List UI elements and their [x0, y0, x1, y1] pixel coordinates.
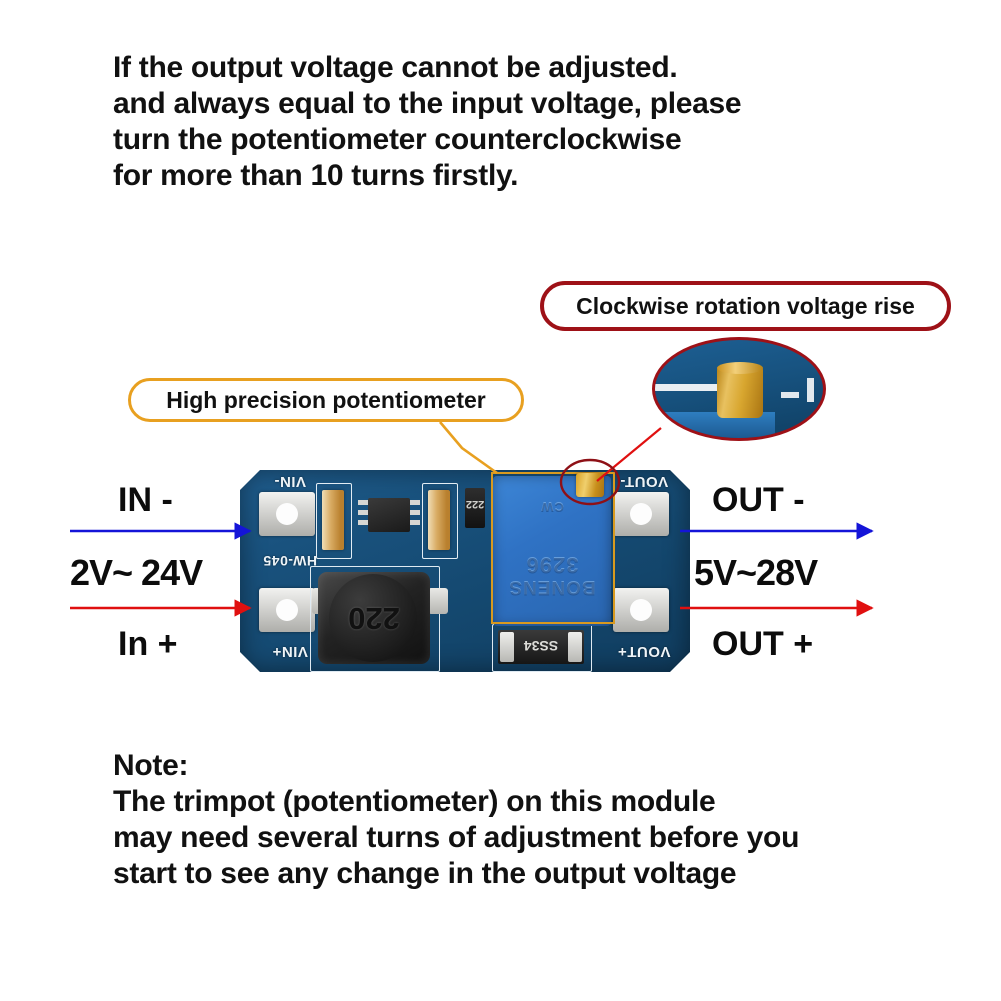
note-paragraph: Note: The trimpot (potentiometer) on thi…	[113, 749, 800, 890]
output-capacitor	[428, 490, 450, 550]
power-inductor: 220	[318, 572, 430, 664]
inductor-code-label: 220	[348, 601, 400, 636]
silkscreen-vin-negative: VIN-	[274, 473, 306, 490]
diode-terminal-right	[568, 632, 582, 662]
trimpot-screw-closeup-photo	[652, 337, 826, 441]
input-positive-label: In +	[118, 625, 178, 663]
boost-converter-pcb: VIN- VIN+ HW-045 VOUT- VOUT+ 220 222 SS3…	[239, 469, 691, 673]
inductor-core	[329, 574, 417, 662]
closeup-silk-bar	[807, 378, 814, 402]
diode-terminal-left	[500, 632, 514, 662]
silkscreen-vout-negative: VOUT-	[619, 473, 669, 490]
feedback-resistor: 222	[465, 488, 485, 528]
output-negative-label: OUT -	[712, 481, 805, 519]
silkscreen-capacitor-outline-1	[316, 483, 352, 559]
silkscreen-inductor-outline	[310, 566, 440, 672]
callout-high-precision-potentiometer: High precision potentiometer	[128, 378, 524, 422]
schottky-diode: SS34	[498, 630, 584, 664]
diode-code-label: SS34	[523, 638, 559, 654]
callout-potentiometer-label: High precision potentiometer	[166, 386, 486, 413]
callout-clockwise-rotation: Clockwise rotation voltage rise	[540, 281, 951, 331]
closeup-brass-screw	[717, 362, 763, 418]
pad-vout-positive	[613, 588, 669, 632]
ic-pins-right	[410, 500, 420, 530]
input-negative-label: IN -	[118, 481, 173, 519]
inductor-solder-tab-right	[428, 588, 448, 614]
closeup-silk-dash	[781, 392, 799, 398]
output-positive-label: OUT +	[712, 625, 814, 663]
trimpot-adjust-screw[interactable]	[576, 473, 604, 497]
pad-vin-negative	[259, 492, 315, 536]
top-instruction-paragraph: If the output voltage cannot be adjusted…	[113, 51, 742, 192]
output-voltage-range-label: 5V~28V	[694, 552, 818, 593]
trimpot-highlight-rectangle	[491, 472, 615, 624]
silkscreen-capacitor-outline-2	[422, 483, 458, 559]
resistor-code-label: 222	[465, 498, 485, 510]
closeup-trace	[655, 384, 733, 391]
input-voltage-range-label: 2V~ 24V	[70, 552, 203, 593]
mt3608-controller-ic	[368, 498, 410, 532]
callout-clockwise-label: Clockwise rotation voltage rise	[576, 292, 915, 319]
input-capacitor	[322, 490, 344, 550]
potentiometer-leader-line	[439, 421, 498, 475]
ic-pins-left	[358, 500, 368, 530]
silkscreen-vout-positive: VOUT+	[617, 643, 671, 660]
pad-vout-negative	[613, 492, 669, 536]
pad-vin-positive	[259, 588, 315, 632]
